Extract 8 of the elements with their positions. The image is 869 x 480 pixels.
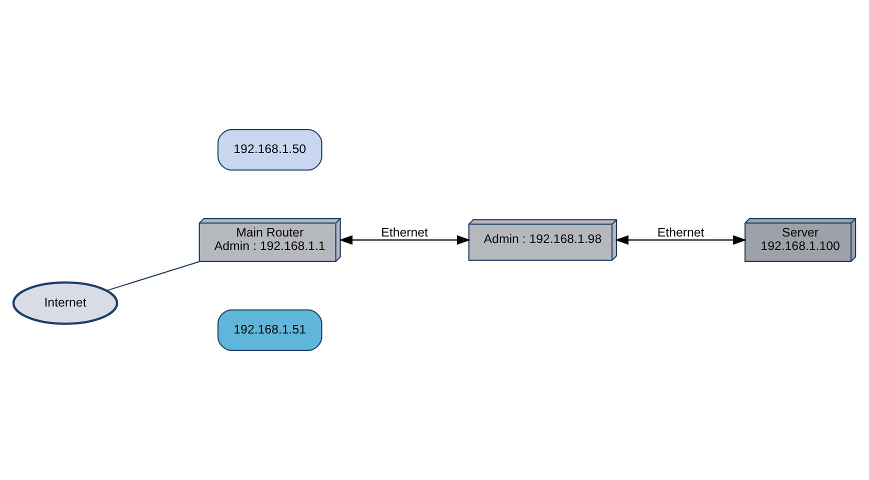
edge-label: Ethernet: [657, 225, 704, 240]
arrow: [338, 235, 471, 245]
node-box: 192.168.1.51: [217, 309, 322, 352]
edge-label: Ethernet: [381, 225, 428, 240]
node-box: 192.168.1.50: [217, 128, 322, 171]
arrow: [614, 235, 747, 245]
connector: [106, 260, 200, 292]
node-ellipse: Internet: [12, 281, 118, 325]
